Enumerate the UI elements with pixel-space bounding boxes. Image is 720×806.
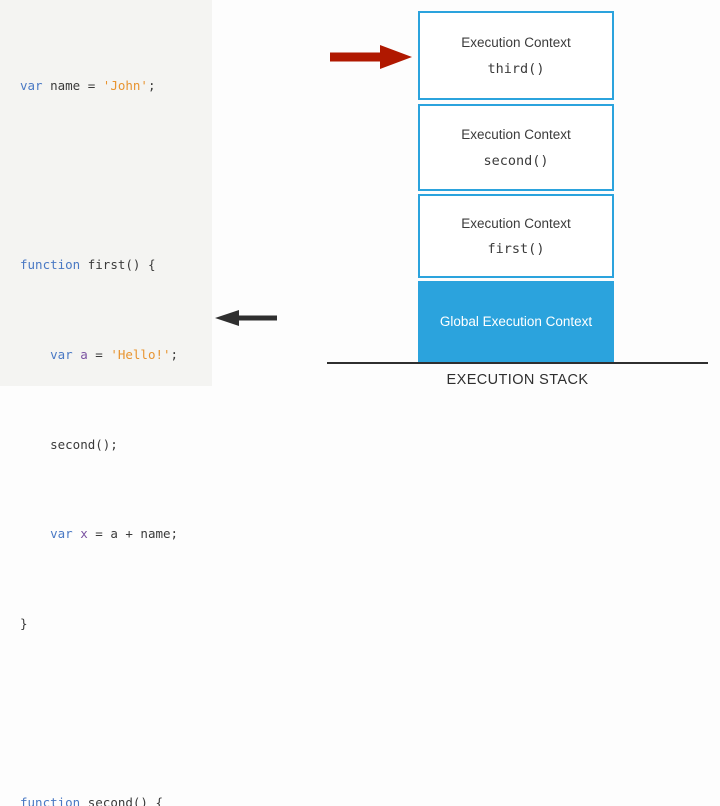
execution-context-title: Execution Context	[461, 215, 571, 231]
execution-context-function: second()	[483, 152, 549, 169]
code-line-5: second();	[20, 436, 118, 452]
code-line-9: function second() {	[20, 795, 164, 806]
code-line-6: var x = a + name;	[50, 526, 179, 542]
execution-context-box-first[interactable]: Execution Context first()	[418, 194, 614, 278]
execution-context-title: Execution Context	[461, 127, 571, 143]
global-execution-context-title: Global Execution Context	[439, 313, 593, 329]
code-line-1: var name = 'John';	[20, 78, 156, 94]
code-line-4: var a = 'Hello!';	[50, 347, 179, 363]
code-line-3: function first() {	[20, 257, 156, 273]
execution-stack: Execution Context third() Execution Cont…	[215, 11, 708, 388]
code-listing: var name = 'John'; function first() { va…	[20, 8, 220, 806]
code-line-2	[20, 165, 220, 187]
execution-stack-caption: EXECUTION STACK	[446, 372, 589, 388]
execution-context-title: Execution Context	[461, 35, 571, 51]
execution-context-function: third()	[487, 60, 545, 77]
code-panel: var name = 'John'; function first() { va…	[0, 0, 212, 806]
execution-context-box-second[interactable]: Execution Context second()	[418, 104, 614, 191]
code-line-8	[20, 702, 220, 724]
red-arrow-right-icon	[330, 45, 412, 69]
code-line-7: }	[20, 615, 28, 631]
global-execution-context-box[interactable]: Global Execution Context	[418, 281, 614, 363]
black-arrow-left-icon	[215, 310, 277, 326]
execution-context-box-third[interactable]: Execution Context third()	[418, 11, 614, 100]
execution-context-function: first()	[487, 241, 545, 258]
